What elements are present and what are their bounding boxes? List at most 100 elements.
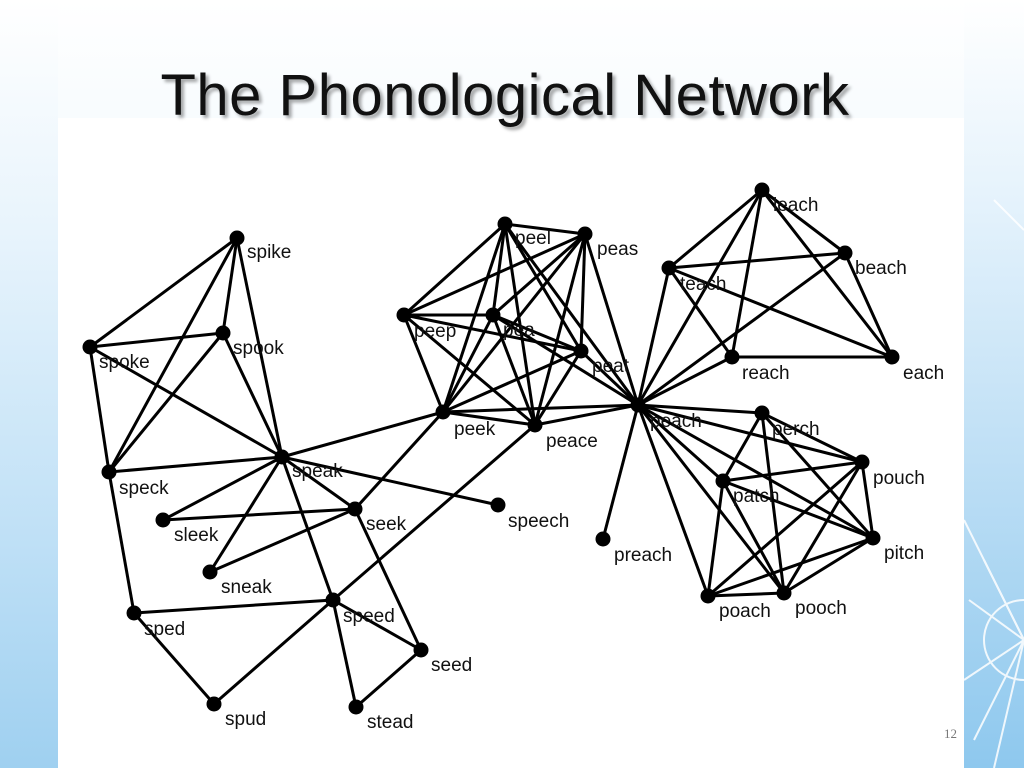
edge-pea-peace	[491, 314, 537, 426]
edge-perch-patch	[721, 412, 764, 482]
edge-peach-preach	[601, 404, 640, 540]
node-peel	[497, 216, 513, 232]
node-seed	[413, 642, 429, 658]
node-preach	[595, 531, 611, 547]
node-sleek	[155, 512, 171, 528]
slide-title: The Phonological Network	[160, 63, 850, 128]
edge-perch-pitch	[760, 412, 875, 539]
edge-pea-peat	[492, 313, 582, 353]
edge-speed-stead	[331, 599, 358, 708]
edge-speak-speech	[281, 455, 499, 507]
edge-peel-peas	[504, 222, 586, 236]
node-label-poach: poach	[719, 601, 771, 622]
right-background-decoration	[963, 0, 1024, 769]
edge-peel-peach	[503, 223, 640, 406]
edge-beach-each	[843, 252, 894, 358]
edge-leach-each	[760, 189, 894, 358]
node-teach	[661, 260, 677, 276]
node-beach	[837, 245, 853, 261]
edge-spoke-spook	[89, 331, 224, 349]
node-label-leach: leach	[773, 195, 818, 216]
node-label-seek: seek	[366, 514, 407, 535]
edge-spoke-speak	[89, 345, 283, 459]
edge-peach-pooch	[636, 404, 786, 594]
node-label-sped: sped	[144, 619, 185, 640]
node-label-patch: patch	[733, 486, 779, 507]
node-label-peel: peel	[515, 228, 551, 249]
edge-spike-spook	[221, 237, 239, 334]
node-spook	[215, 325, 231, 341]
node-speed	[325, 592, 341, 608]
node-label-speed: speed	[343, 606, 395, 627]
node-each	[884, 349, 900, 365]
edge-speed-seed	[332, 598, 422, 652]
edge-pitch-pooch	[783, 536, 874, 595]
node-pitch	[865, 530, 881, 546]
node-pouch	[854, 454, 870, 470]
node-spoke	[82, 339, 98, 355]
node-label-peek: peek	[454, 419, 496, 440]
edge-teach-reach	[667, 267, 734, 358]
edge-seek-peek	[353, 410, 445, 511]
edge-spike-spoke	[89, 236, 238, 349]
node-label-peep: peep	[414, 321, 456, 342]
edge-peach-leach	[636, 189, 764, 406]
node-label-sneak: sneak	[221, 577, 272, 598]
node-speech	[490, 497, 506, 513]
node-label-seed: seed	[431, 655, 472, 676]
node-label-stead: stead	[367, 712, 413, 733]
node-label-teach: teach	[680, 274, 726, 295]
node-label-perch: perch	[772, 419, 820, 440]
node-label-spoke: spoke	[99, 352, 150, 373]
node-spud	[206, 696, 222, 712]
node-label-pea: pea	[503, 320, 535, 341]
node-label-peace: peace	[546, 431, 598, 452]
edge-patch-pitch	[722, 479, 874, 540]
edge-peep-peace	[403, 313, 536, 427]
edge-speck-sped	[107, 471, 136, 614]
edge-peek-peace	[442, 410, 536, 427]
node-seek	[347, 501, 363, 517]
node-label-spook: spook	[233, 338, 284, 359]
node-label-preach: preach	[614, 545, 672, 566]
node-label-peach: peach	[650, 411, 702, 432]
node-peek	[435, 404, 451, 420]
node-label-speck: speck	[119, 478, 169, 499]
node-leach	[754, 182, 770, 198]
edge-spook-speak	[221, 332, 284, 458]
node-label-pitch: pitch	[884, 543, 924, 564]
edge-speed-sped	[133, 598, 334, 615]
sunburst-decoration	[963, 199, 1024, 769]
edge-poach-pooch	[707, 591, 785, 598]
edge-peep-peek	[402, 314, 445, 413]
edge-peep-peat	[403, 313, 582, 353]
edge-peas-pea	[492, 232, 586, 317]
edge-pouch-patch	[722, 460, 863, 483]
node-label-spud: spud	[225, 709, 266, 730]
node-label-sleek: sleek	[174, 525, 219, 546]
edge-speak-peek	[281, 410, 444, 459]
edge-perch-pouch	[761, 411, 863, 464]
edge-peat-peace	[533, 350, 583, 426]
edge-peace-peach	[534, 403, 639, 427]
edge-perch-pooch	[760, 412, 786, 594]
node-label-beach: beach	[855, 258, 907, 279]
edge-speak-sleek	[162, 455, 283, 522]
node-patch	[715, 473, 731, 489]
node-label-peas: peas	[597, 239, 638, 260]
edge-peas-peace	[533, 233, 587, 426]
edge-spike-speck	[107, 237, 239, 473]
node-pooch	[776, 585, 792, 601]
edge-pea-peach	[492, 313, 639, 407]
node-spike	[229, 230, 245, 246]
edge-peach-beach	[637, 251, 846, 407]
edge-pea-peek	[441, 314, 495, 413]
node-label-spike: spike	[247, 242, 291, 263]
edge-pouch-pooch	[782, 461, 864, 594]
node-perch	[754, 405, 770, 421]
edge-peel-peep	[402, 222, 507, 317]
edge-speck-speak	[108, 455, 283, 474]
node-label-speak: speak	[292, 461, 343, 482]
edge-leach-teach	[668, 188, 763, 270]
left-background-gradient	[0, 0, 58, 768]
